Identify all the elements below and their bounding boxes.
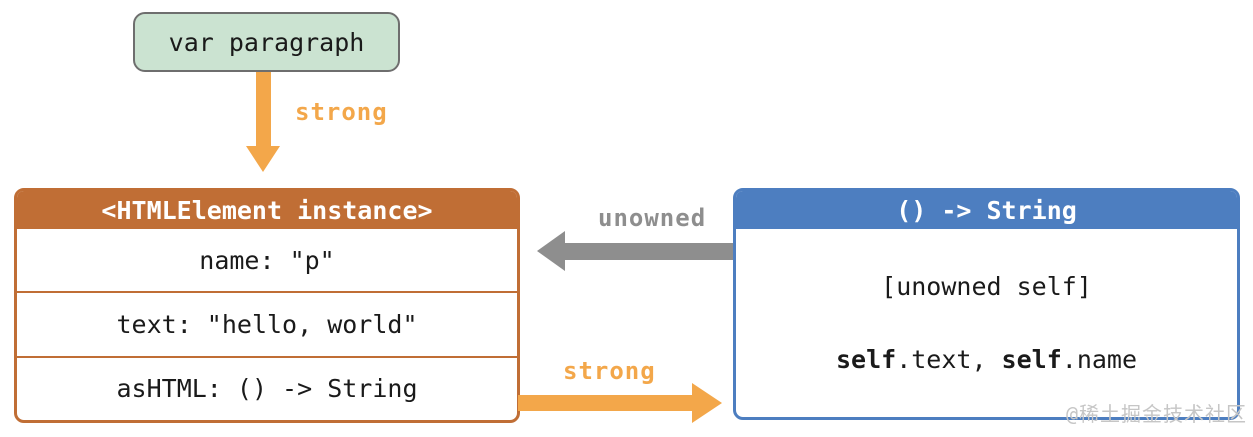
instance-row-text: text: "hello, world" xyxy=(17,291,517,355)
strong-arrow-right-shaft xyxy=(518,395,692,411)
instance-row-ashtml: asHTML: () -> String xyxy=(17,355,517,420)
watermark: @稀土掘金技术社区 xyxy=(1065,402,1247,426)
strong-reference-label-top: strong xyxy=(295,98,388,126)
htmlelement-instance-box: <HTMLElement instance> name: "p" text: "… xyxy=(14,188,520,423)
instance-box-title: <HTMLElement instance> xyxy=(17,191,517,229)
strong-arrow-down-head xyxy=(246,146,280,172)
closure-capture-list: [unowned self] xyxy=(881,272,1092,302)
instance-row-name: name: "p" xyxy=(199,245,335,275)
variable-box: var paragraph xyxy=(133,12,400,72)
strong-arrow-down-shaft xyxy=(256,72,271,146)
unowned-arrow-shaft xyxy=(565,243,733,260)
unowned-reference-label: unowned xyxy=(598,204,707,232)
strong-reference-label-bottom: strong xyxy=(563,357,656,385)
unowned-arrow-head xyxy=(537,231,565,271)
closure-box-body: [unowned self] self.text, self.name xyxy=(736,229,1237,417)
closure-box: () -> String [unowned self] self.text, s… xyxy=(733,188,1240,420)
closure-body-expression: self.text, self.name xyxy=(835,344,1138,374)
closure-box-title: () -> String xyxy=(736,191,1237,229)
strong-arrow-right-head xyxy=(692,383,722,423)
